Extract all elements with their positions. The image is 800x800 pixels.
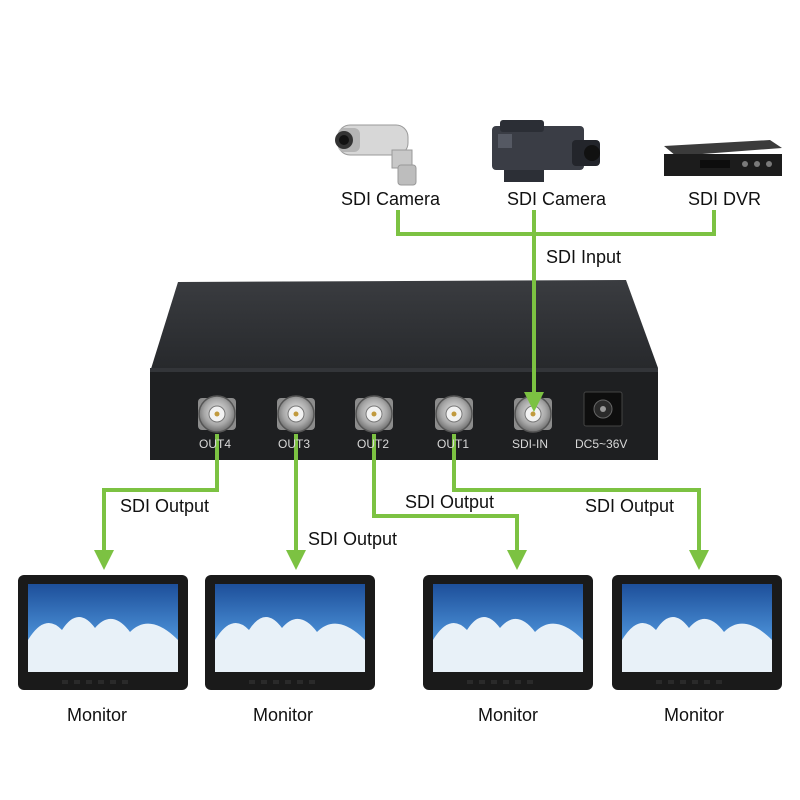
port-label-out1: OUT1 [437, 437, 470, 451]
source-label-dvr: SDI DVR [688, 189, 762, 209]
output-label-1: SDI Output [120, 496, 210, 516]
output-lines [94, 434, 709, 570]
input-lines [396, 210, 716, 236]
sdi-splitter [150, 280, 658, 460]
output-label-2: SDI Output [308, 529, 398, 549]
monitor-label-3: Monitor [478, 705, 539, 725]
monitor-3 [423, 575, 593, 690]
port-label-out2: OUT2 [357, 437, 390, 451]
monitor-label-1: Monitor [67, 705, 128, 725]
power-label: DC5~36V [575, 437, 628, 451]
camcorder-icon [492, 120, 600, 182]
port-label-out4: OUT4 [199, 437, 232, 451]
dc-power-jack [583, 391, 623, 427]
dvr-recorder-icon [664, 140, 782, 176]
monitor-label-4: Monitor [664, 705, 725, 725]
cctv-camera-icon [335, 124, 417, 186]
bnc-port-out3 [277, 395, 315, 433]
source-label-camcorder: SDI Camera [507, 189, 607, 209]
monitor-4 [612, 575, 782, 690]
bnc-port-out1 [435, 395, 473, 433]
monitor-2 [205, 575, 375, 690]
source-label-cctv-camera: SDI Camera [341, 189, 441, 209]
bnc-port-out2 [355, 395, 393, 433]
port-label-out3: OUT3 [278, 437, 311, 451]
port-label-sdi-in: SDI-IN [512, 437, 548, 451]
monitor-1 [18, 575, 188, 690]
bnc-port-out4 [198, 395, 236, 433]
output-label-3: SDI Output [405, 492, 495, 512]
sdi-input-label: SDI Input [546, 247, 622, 267]
output-label-4: SDI Output [585, 496, 675, 516]
monitor-label-2: Monitor [253, 705, 314, 725]
